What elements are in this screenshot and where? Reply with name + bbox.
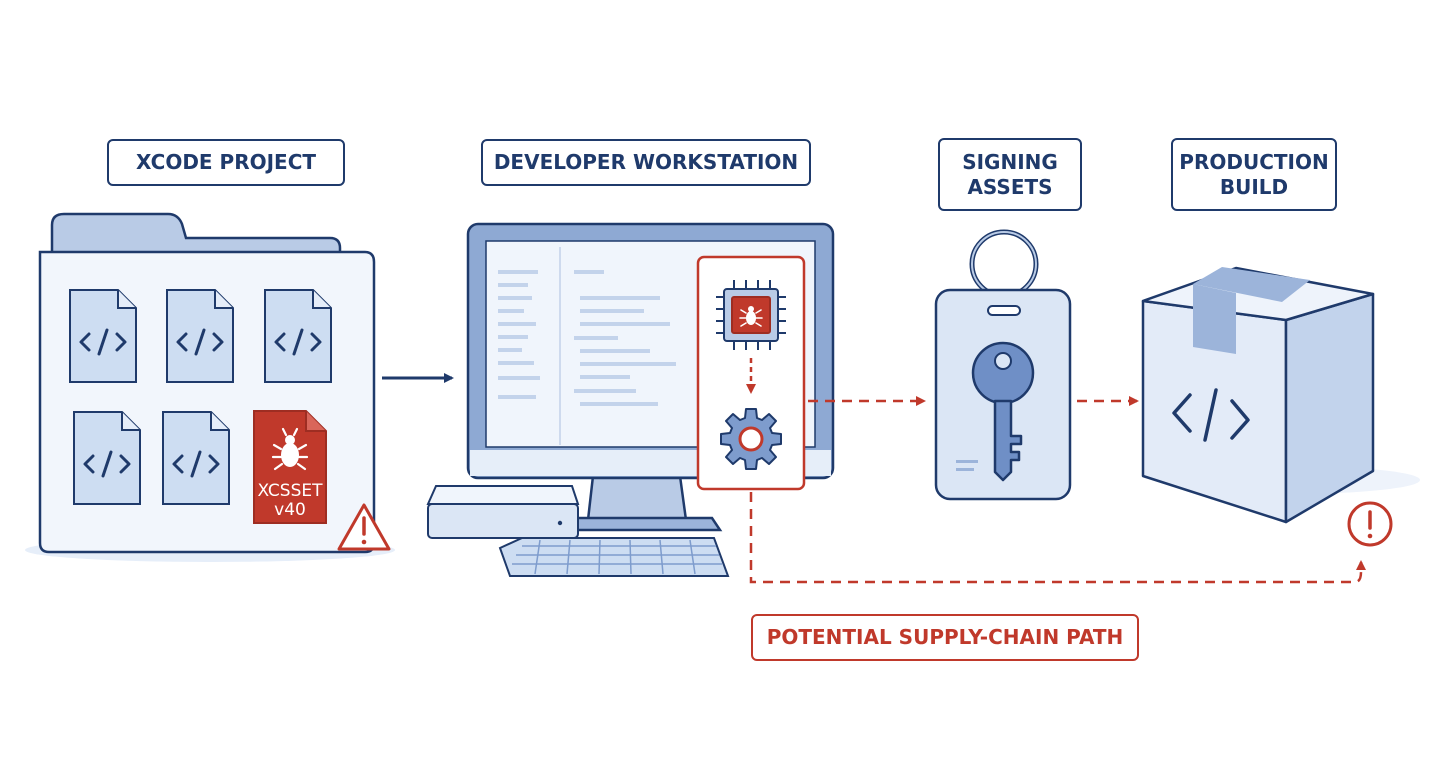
label-xcode-project-text: XCODE PROJECT [135,150,317,174]
label-production-build-line1: PRODUCTION [1179,149,1329,174]
warning-triangle-icon [337,503,391,551]
label-developer-workstation: DEVELOPER WORKSTATION [481,139,811,186]
label-supply-chain-path: POTENTIAL SUPPLY-CHAIN PATH [751,614,1139,661]
malware-version: v40 [274,500,306,520]
key-tag-icon [934,229,1072,501]
keyboard-icon [498,537,730,577]
bug-icon [271,427,309,471]
gear-icon [720,408,782,470]
malware-name: XCSSET [258,481,324,501]
code-file-icon [69,289,137,383]
box-icon [1141,266,1420,524]
label-signing-assets-line1: SIGNING [962,149,1058,174]
code-file-icon [166,289,234,383]
bug-icon [739,306,763,327]
infection-panel [696,255,806,491]
malware-file: XCSSET v40 [253,410,327,524]
label-signing-assets: SIGNING ASSETS [938,138,1082,211]
label-supply-chain-path-text: POTENTIAL SUPPLY-CHAIN PATH [766,625,1124,649]
code-file-icon [162,411,230,505]
key-icon [971,341,1035,482]
alert-circle-icon [1347,501,1393,547]
flow-arrow-supply-chain-path [749,492,1366,584]
folder-icon [25,212,395,562]
label-production-build-line2: BUILD [1219,174,1289,199]
label-xcode-project: XCODE PROJECT [107,139,345,186]
mac-mini-icon [426,485,580,539]
code-file-icon [73,411,141,505]
code-file-icon [264,289,332,383]
label-developer-workstation-text: DEVELOPER WORKSTATION [493,150,799,174]
label-signing-assets-line2: ASSETS [967,174,1053,199]
label-production-build: PRODUCTION BUILD [1171,138,1337,211]
